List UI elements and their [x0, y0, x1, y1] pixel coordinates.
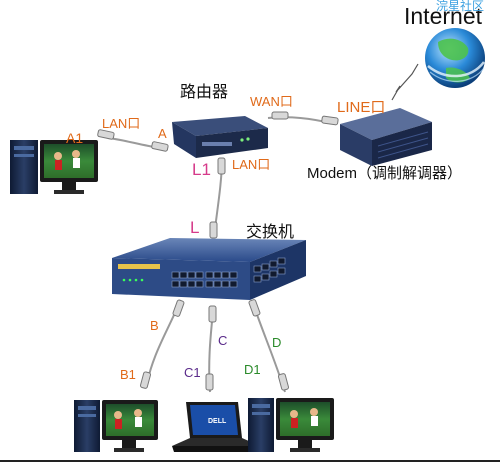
router-label: 路由器 [180, 82, 229, 101]
network-cable-icon [277, 373, 289, 391]
network-cable-icon [208, 305, 217, 323]
switch-icon [112, 238, 306, 300]
cable-modem-internet [391, 63, 419, 101]
watermark: 浣星社区 [436, 0, 485, 13]
switch-label: 交换机 [246, 222, 295, 241]
c-label: C [218, 333, 228, 348]
d1-label: D1 [244, 362, 261, 377]
lan-port-left-label: LAN口 [102, 116, 141, 131]
line-port-label: LINE口 [337, 99, 386, 116]
network-cable-icon [248, 299, 261, 317]
network-cable-icon [217, 157, 226, 175]
a-label: A [158, 126, 167, 141]
bottom-divider [0, 460, 500, 462]
network-cable-icon [321, 115, 339, 126]
wan-port-label: WAN口 [250, 94, 293, 109]
modem-label: Modem（调制解调器） [307, 165, 463, 182]
c1-label: C1 [184, 365, 201, 380]
network-cable-icon [139, 371, 151, 389]
laptop-icon: DELL [172, 402, 260, 452]
network-cable-icon [271, 111, 289, 120]
network-cable-icon [209, 221, 218, 239]
internet-label: Internet [404, 3, 482, 29]
d-label: D [272, 335, 282, 350]
desktop-pc-icon [10, 140, 98, 194]
svg-text:DELL: DELL [208, 418, 227, 425]
network-cable-icon [205, 373, 214, 391]
desktop-pc-icon [248, 398, 334, 452]
network-cable-icon [172, 299, 185, 317]
router-icon [172, 116, 268, 158]
a1-label: A1 [66, 130, 84, 146]
lan-port-router-label: LAN口 [232, 157, 271, 172]
network-cable-icon [151, 141, 169, 152]
b-label: B [150, 318, 159, 333]
b1-label: B1 [120, 367, 136, 382]
desktop-pc-icon [74, 400, 158, 452]
network-cable-icon [97, 129, 115, 140]
modem-icon [340, 108, 432, 166]
globe-icon [425, 28, 485, 88]
l-label: L [190, 218, 200, 237]
l1-label: L1 [192, 160, 211, 179]
